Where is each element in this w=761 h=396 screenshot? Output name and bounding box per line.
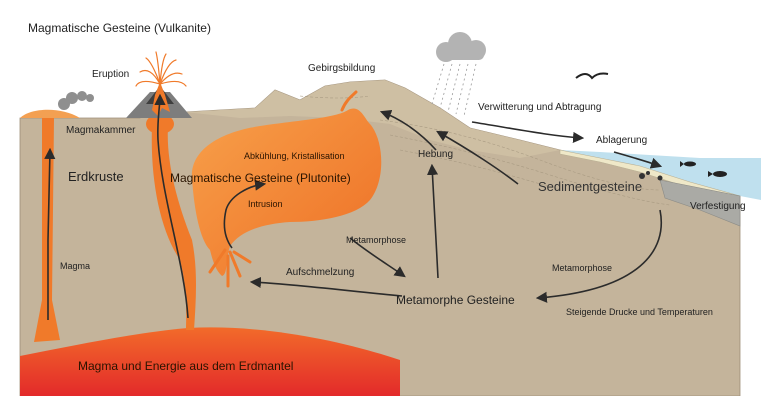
label-ablagerung: Ablagerung <box>596 136 647 146</box>
label-erdkruste: Erdkruste <box>68 170 124 183</box>
label-verfestigung: Verfestigung <box>690 202 746 212</box>
bird-icon <box>576 74 608 79</box>
label-gebirgsbildung: Gebirgsbildung <box>308 64 375 74</box>
label-erdmantel: Magma und Energie aus dem Erdmantel <box>78 360 293 372</box>
label-abkuehlung: Abkühlung, Kristallisation <box>244 152 345 161</box>
left-volcano-dome <box>20 110 80 118</box>
label-metamorphe-gesteine: Metamorphe Gesteine <box>396 294 515 306</box>
label-magma: Magma <box>60 262 90 271</box>
label-aufschmelzung: Aufschmelzung <box>286 268 354 278</box>
label-metamorphose-right: Metamorphose <box>552 264 612 273</box>
eruption-spray <box>136 52 186 86</box>
label-magmakammer: Magmakammer <box>66 126 135 136</box>
label-sedimentgesteine: Sedimentgesteine <box>538 180 642 193</box>
label-verwitterung: Verwitterung und Abtragung <box>478 103 601 113</box>
label-hebung: Hebung <box>418 150 453 160</box>
label-intrusion: Intrusion <box>248 200 283 209</box>
label-metamorphose-left: Metamorphose <box>346 236 406 245</box>
rain-cloud <box>436 32 486 62</box>
label-steigende-drucke: Steigende Drucke und Temperaturen <box>566 308 713 317</box>
label-plutonite: Magmatische Gesteine (Plutonite) <box>170 172 351 184</box>
smoke-plume <box>58 91 94 110</box>
label-eruption: Eruption <box>92 70 129 80</box>
label-vulkanite: Magmatische Gesteine (Vulkanite) <box>28 22 211 34</box>
